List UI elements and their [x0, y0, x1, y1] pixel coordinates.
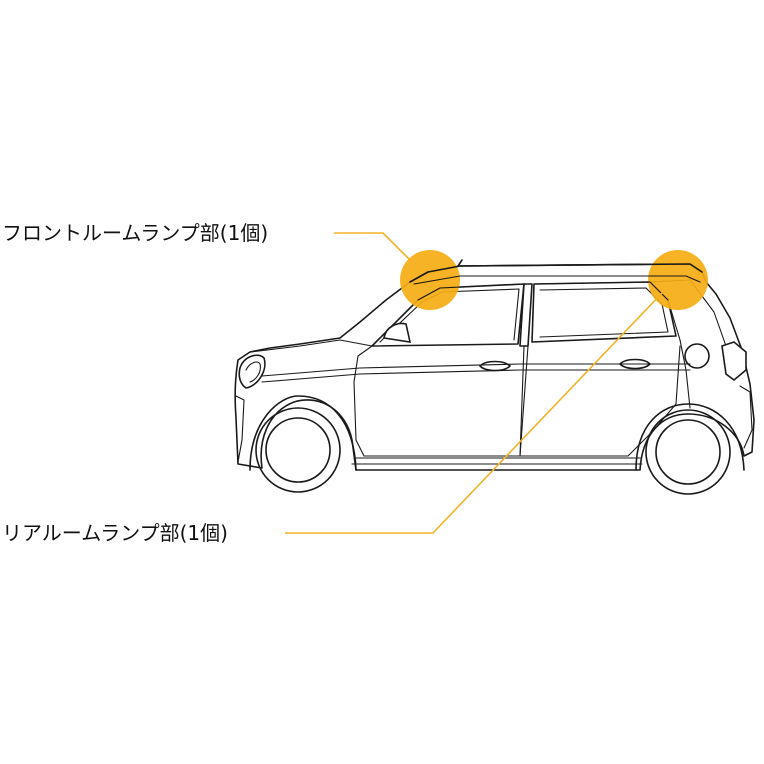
car-body-outline	[234, 263, 755, 471]
car-side-view	[234, 259, 755, 471]
rear-quarter	[667, 299, 691, 409]
rear-wheel	[635, 403, 745, 495]
rear-door-outline	[519, 345, 681, 457]
b-pillar	[519, 283, 533, 347]
fuel-lid	[684, 343, 710, 369]
body-character-line-2	[261, 369, 691, 383]
front-room-lamp-highlight	[400, 250, 460, 310]
rear-room-lamp-label: リアルームランプ部(1個)	[2, 521, 228, 545]
roof-antenna	[457, 259, 463, 267]
front-door-handle	[479, 360, 511, 372]
side-mirror	[383, 322, 412, 343]
rear-window-inner	[539, 287, 669, 338]
rear-lamp	[721, 341, 747, 382]
hood-line	[249, 339, 373, 353]
front-leader-line	[334, 232, 411, 261]
rear-bumper	[739, 385, 753, 449]
rear-door-handle	[619, 358, 651, 370]
body-character-line	[261, 363, 691, 377]
headlight	[238, 354, 266, 389]
rear-leader-line	[285, 292, 663, 534]
front-bumper	[235, 395, 245, 463]
side-sill	[351, 457, 643, 465]
front-room-lamp-label: フロントルームランプ部(1個)	[2, 221, 268, 245]
headlight-inner	[245, 361, 261, 383]
front-door-outline	[353, 345, 525, 457]
rear-room-lamp-highlight	[648, 250, 708, 310]
front-wheel	[249, 395, 357, 493]
